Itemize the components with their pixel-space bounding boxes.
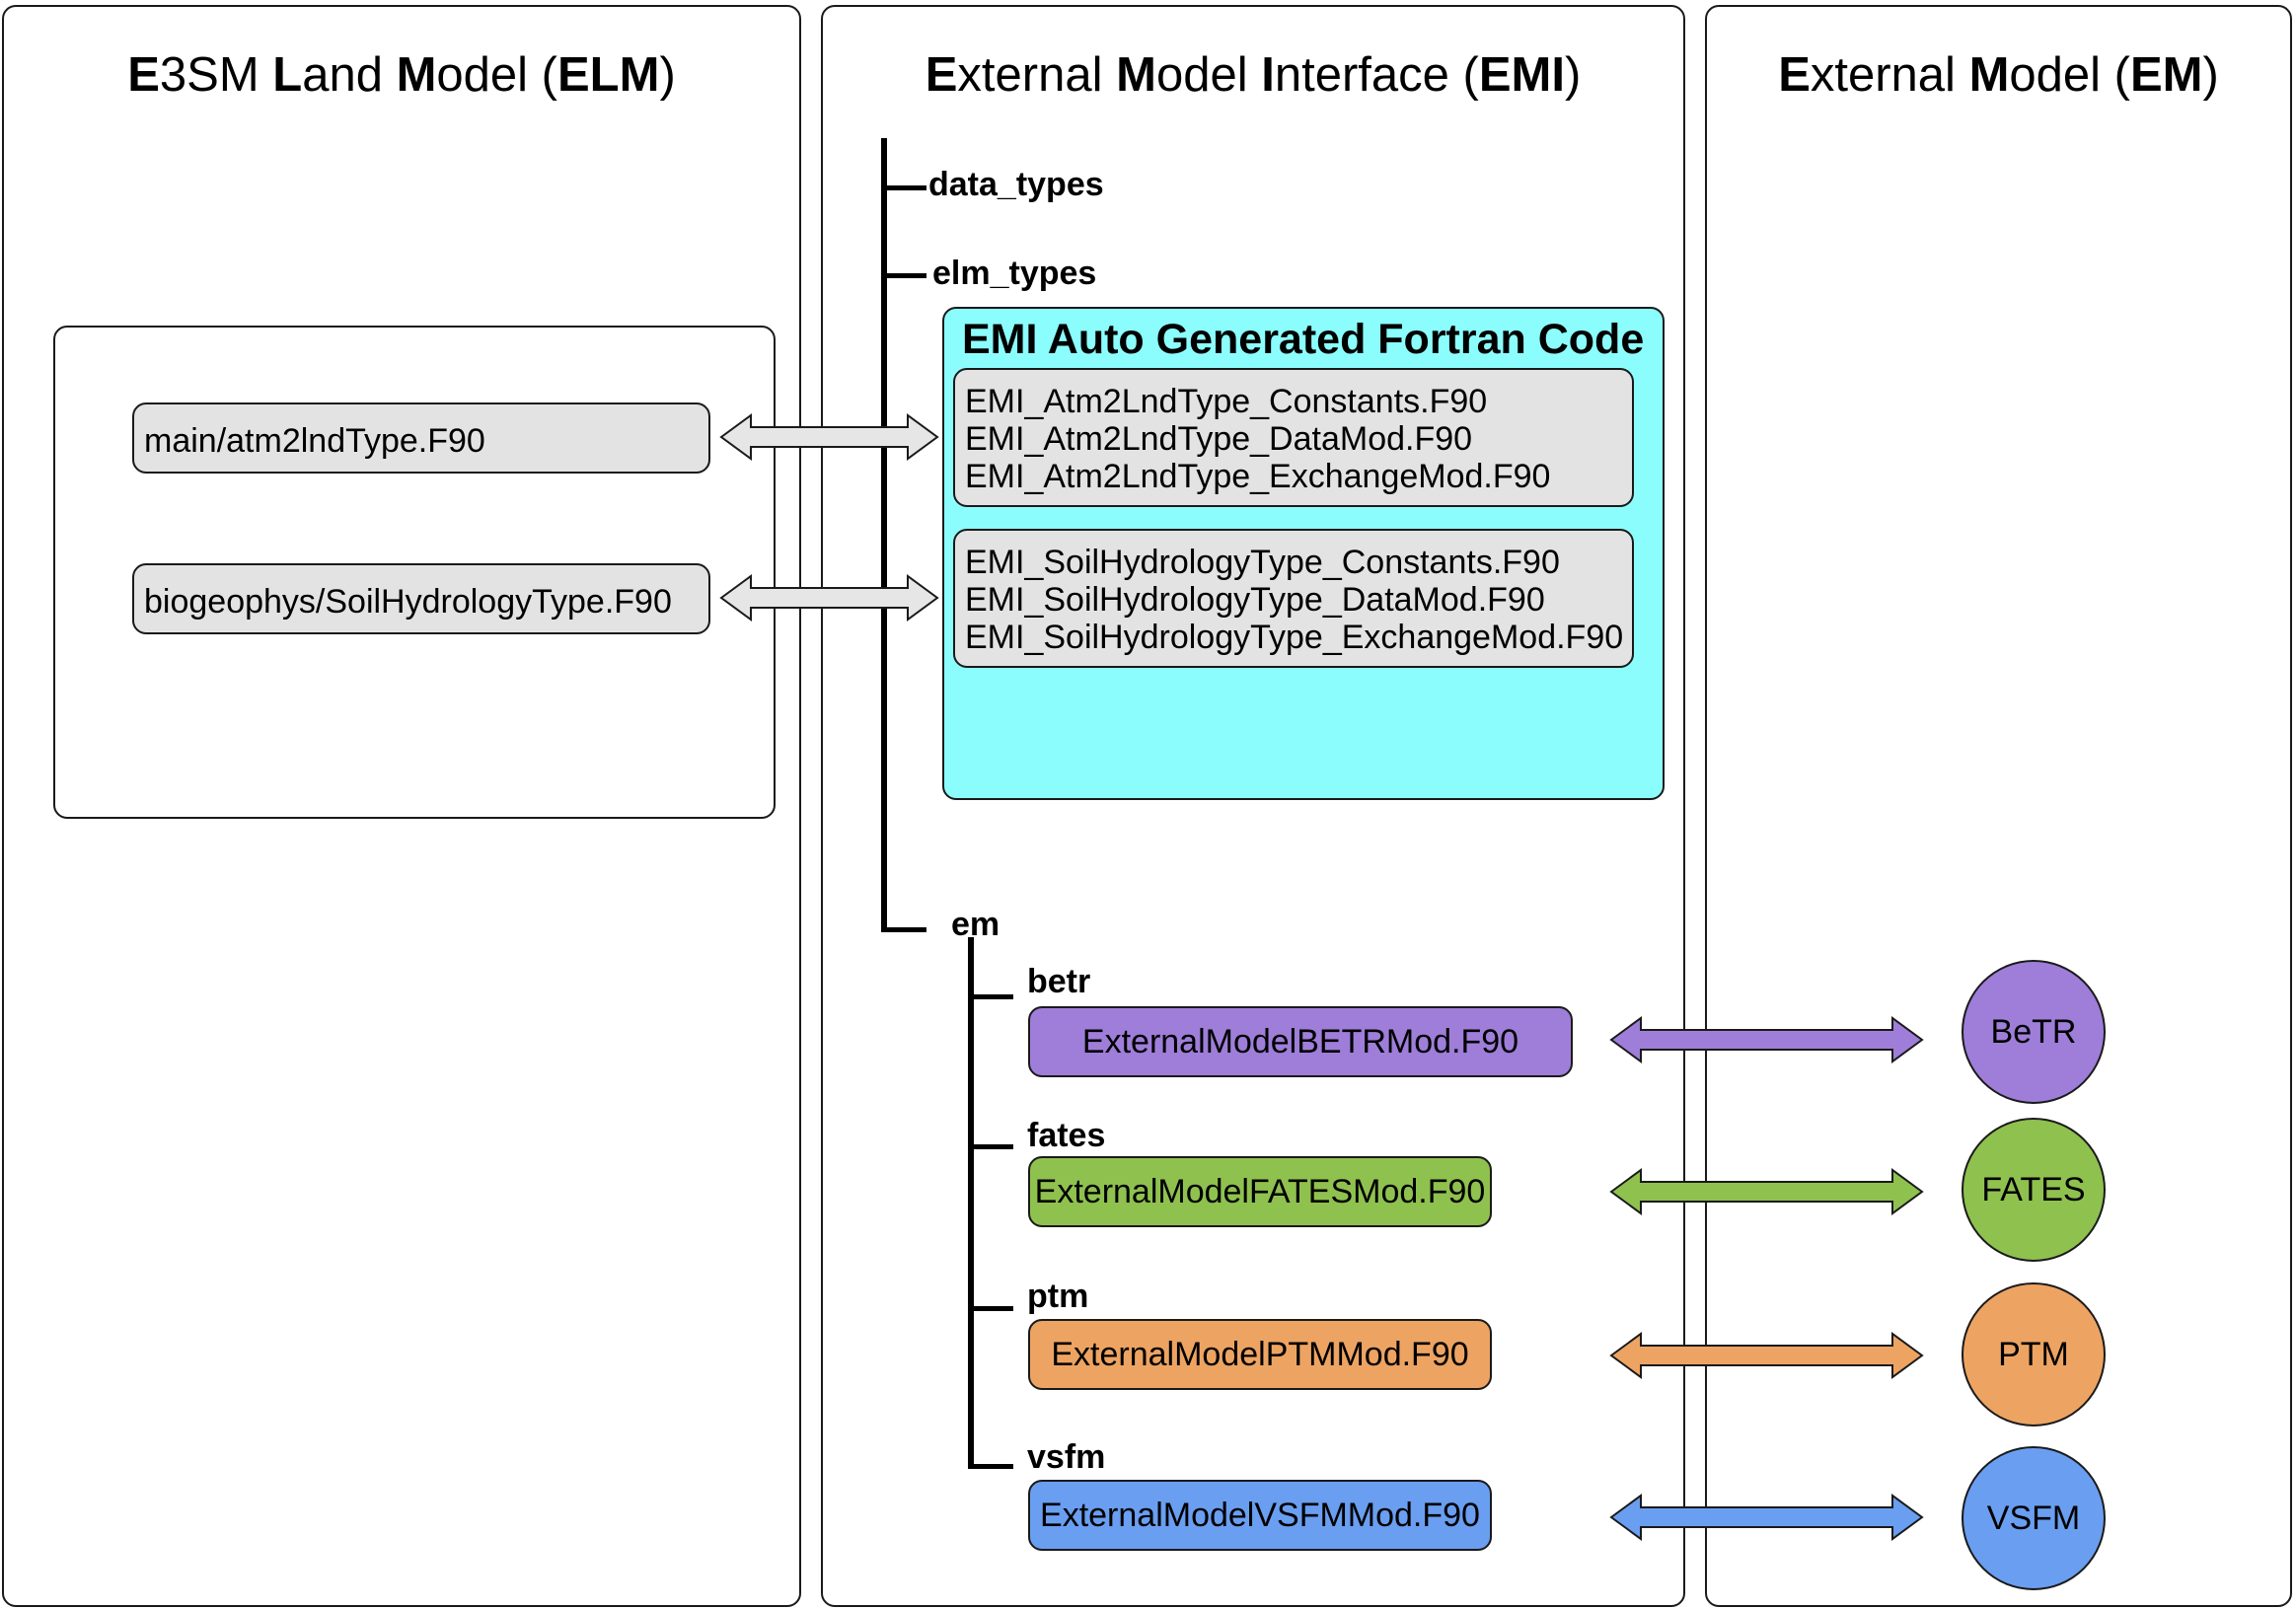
emi-tree-elm-types: elm_types — [932, 255, 1097, 292]
em-tree-branch-vsfm — [968, 1464, 1013, 1469]
em-tree-branch-ptm — [968, 1306, 1013, 1311]
em-file-fates: ExternalModelFATESMod.F90 — [1028, 1156, 1492, 1227]
emi-soilhydro-constants: EMI_SoilHydrologyType_Constants.F90 — [965, 544, 1560, 581]
emi-soilhydro-datamod: EMI_SoilHydrologyType_DataMod.F90 — [965, 581, 1545, 619]
model-circle-fates-label: FATES — [1981, 1170, 2086, 1208]
arrow-ptm — [1609, 1332, 1924, 1379]
emi-tree-trunk — [881, 138, 887, 932]
em-tree-branch-betr — [968, 994, 1013, 999]
emi-tree-branch-elm-types — [881, 273, 926, 278]
elm-panel-title: E3SM Land Model (ELM) — [127, 48, 676, 102]
em-file-betr: ExternalModelBETRMod.F90 — [1028, 1006, 1573, 1077]
em-folder-ptm: ptm — [1027, 1278, 1089, 1315]
emi-tree-em: em — [951, 906, 1000, 943]
model-circle-betr-label: BeTR — [1990, 1012, 2077, 1051]
emi-atm2lnd-constants: EMI_Atm2LndType_Constants.F90 — [965, 383, 1488, 420]
em-tree-branch-fates — [968, 1144, 1013, 1149]
em-panel — [1705, 5, 2292, 1607]
emi-soilhydro-files: EMI_SoilHydrologyType_Constants.F90 EMI_… — [953, 529, 1634, 668]
emi-soilhydro-exchangemod: EMI_SoilHydrologyType_ExchangeMod.F90 — [965, 619, 1624, 656]
model-circle-betr: BeTR — [1962, 960, 2106, 1104]
em-folder-fates: fates — [1027, 1117, 1106, 1154]
arrow-atm2lnd — [719, 413, 939, 461]
em-file-ptm-label: ExternalModelPTMMod.F90 — [1051, 1336, 1469, 1373]
model-circle-vsfm: VSFM — [1962, 1446, 2106, 1590]
em-panel-title: External Model (EM) — [1778, 48, 2219, 102]
emi-tree-data-types: data_types — [928, 166, 1104, 203]
elm-file-soilhydro: biogeophys/SoilHydrologyType.F90 — [132, 563, 710, 634]
emi-panel-title: External Model Interface (EMI) — [925, 48, 1582, 102]
em-tree-trunk — [968, 937, 974, 1465]
arrow-vsfm — [1609, 1494, 1924, 1541]
em-folder-betr: betr — [1027, 963, 1091, 1000]
emi-autogen-title: EMI Auto Generated Fortran Code — [962, 316, 1645, 363]
arrow-soilhydro — [719, 574, 939, 622]
model-circle-ptm-label: PTM — [1998, 1335, 2069, 1373]
model-circle-fates: FATES — [1962, 1118, 2106, 1262]
emi-tree-branch-em — [881, 927, 926, 932]
em-file-betr-label: ExternalModelBETRMod.F90 — [1081, 1023, 1519, 1060]
em-folder-vsfm: vsfm — [1027, 1438, 1106, 1476]
arrow-fates — [1609, 1168, 1924, 1215]
elm-file-atm2lnd-label: main/atm2lndType.F90 — [144, 422, 485, 460]
elm-file-atm2lnd: main/atm2lndType.F90 — [132, 402, 710, 474]
em-file-fates-label: ExternalModelFATESMod.F90 — [1034, 1173, 1486, 1210]
em-file-vsfm: ExternalModelVSFMMod.F90 — [1028, 1480, 1492, 1551]
model-circle-ptm: PTM — [1962, 1282, 2106, 1426]
em-file-vsfm-label: ExternalModelVSFMMod.F90 — [1040, 1497, 1480, 1534]
model-circle-vsfm-label: VSFM — [1986, 1499, 2081, 1537]
em-file-ptm: ExternalModelPTMMod.F90 — [1028, 1319, 1492, 1390]
elm-file-soilhydro-label: biogeophys/SoilHydrologyType.F90 — [144, 583, 672, 621]
emi-atm2lnd-files: EMI_Atm2LndType_Constants.F90 EMI_Atm2Ln… — [953, 368, 1634, 507]
arrow-betr — [1609, 1016, 1924, 1063]
emi-atm2lnd-datamod: EMI_Atm2LndType_DataMod.F90 — [965, 420, 1473, 458]
emi-tree-branch-data-types — [881, 185, 926, 190]
emi-atm2lnd-exchangemod: EMI_Atm2LndType_ExchangeMod.F90 — [965, 458, 1551, 495]
